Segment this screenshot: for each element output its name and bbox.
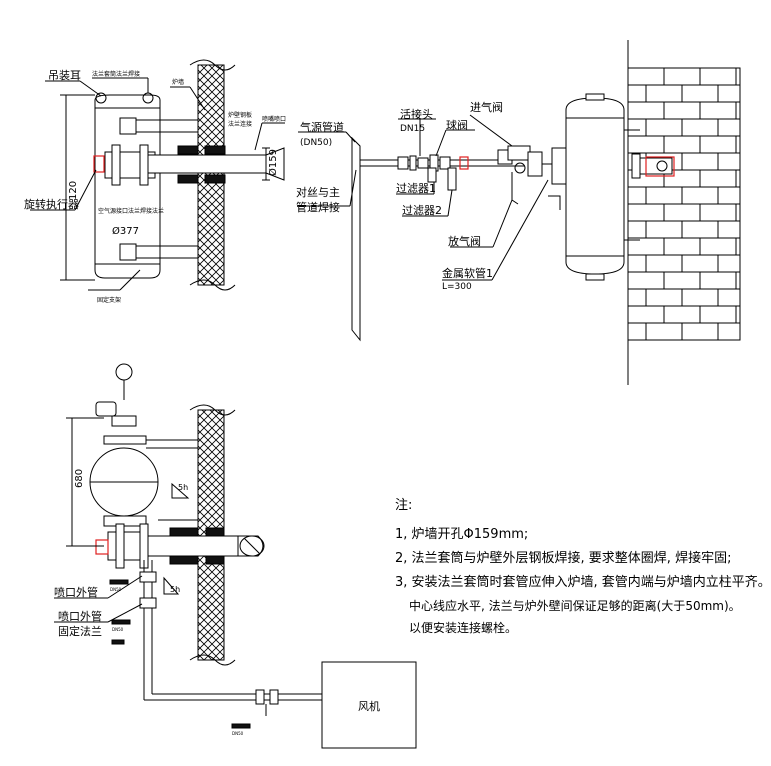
- label-metal-hose: 金属软管1: [442, 266, 493, 280]
- label-weld-1: 对丝与主: [296, 185, 340, 199]
- label-dia-159: Ø159: [267, 149, 279, 176]
- label-dn15: DN15: [400, 124, 425, 134]
- label-hose-length: L=300: [442, 282, 472, 292]
- label-dim-120: 120: [68, 181, 79, 200]
- top-left-assembly: [30, 59, 285, 291]
- notes-title: 注:: [395, 498, 413, 513]
- label-nozzle-flange-1: 喷口外管: [58, 609, 102, 623]
- label-air-inlet: 空气源接口法兰焊接法兰: [98, 207, 164, 215]
- label-lifting-lug: 吊装耳: [48, 69, 81, 82]
- right-brick-wall: [627, 40, 741, 385]
- label-weld-2: 管道焊接: [296, 200, 340, 214]
- vessel-body: [94, 94, 161, 279]
- label-dn50: (DN50): [300, 138, 332, 148]
- note-sub-2: 以便安装连接螺栓。: [409, 621, 518, 635]
- label-small-1: DN50: [110, 587, 122, 592]
- main-pipe-plate: [351, 136, 361, 342]
- wall-break-top: [189, 59, 236, 71]
- label-furnace-wall: 炉墙: [172, 78, 184, 86]
- label-union: 活接头: [400, 108, 433, 121]
- label-dim-680: 680: [74, 469, 85, 488]
- label-small-3: DN50: [232, 731, 244, 736]
- note-item-2: 2, 法兰套筒与炉壁外层钢板焊接, 要求整体圈焊, 焊接牢固;: [395, 551, 732, 566]
- label-flange-short: 法兰套筒法兰焊接: [92, 70, 140, 78]
- label-nozzle-tip: 喷嘴喷口: [262, 115, 286, 123]
- label-filter-1: 过滤器1: [396, 182, 436, 195]
- label-vent-valve: 放气阀: [448, 234, 481, 248]
- label-gas-pipe: 气源管道: [300, 120, 344, 134]
- label-nozzle-2: 法兰连接: [228, 120, 252, 128]
- note-item-3: 3, 安装法兰套筒时套管应伸入炉墙, 套管内端与炉墙内立柱平齐。: [395, 575, 771, 590]
- note-item-1: 1, 炉墙开孔Φ159mm;: [395, 527, 529, 542]
- gas-pipeline: [298, 114, 558, 342]
- label-filter-2: 过滤器2: [402, 204, 442, 217]
- lug-left: [95, 92, 107, 104]
- label-inlet-valve: 进气阀: [470, 100, 503, 114]
- installation-drawing: 吊装耳 法兰套筒法兰焊接 炉墙 120 旋转执行器 空气源接口法兰焊接法兰 Ø3…: [24, 40, 741, 749]
- right-vessel: [548, 93, 675, 281]
- bottom-actuator-mark: [95, 539, 109, 555]
- note-sub-1: 中心线应水平, 法兰与炉外壁间保证足够的距离(大于50mm)。: [409, 599, 741, 613]
- fan-box: [321, 661, 417, 749]
- right-actuator-mark: [645, 156, 675, 177]
- label-nozzle-pipe: 喷口外管: [54, 585, 98, 599]
- label-ball-valve: 球阀: [446, 118, 468, 132]
- label-nozzle-1: 炉壁钢板: [228, 111, 252, 119]
- label-fan: 风机: [358, 699, 380, 713]
- wall-break-bottom: [189, 279, 236, 291]
- label-dia-377: Ø377: [112, 225, 139, 237]
- label-angle-b: 5h: [170, 585, 180, 594]
- label-rotary-actuator: 旋转执行器: [24, 197, 79, 211]
- label-support: 固定支架: [97, 296, 121, 304]
- label-small-2: DN50: [112, 627, 124, 632]
- label-nozzle-flange-2: 固定法兰: [58, 624, 102, 638]
- rotary-actuator-mark: [93, 155, 105, 173]
- notes-block: 注: 1, 炉墙开孔Φ159mm; 2, 法兰套筒与炉壁外层钢板焊接, 要求整体…: [395, 494, 771, 639]
- bottom-assembly: [54, 363, 417, 749]
- label-angle-a: 5h: [178, 483, 188, 492]
